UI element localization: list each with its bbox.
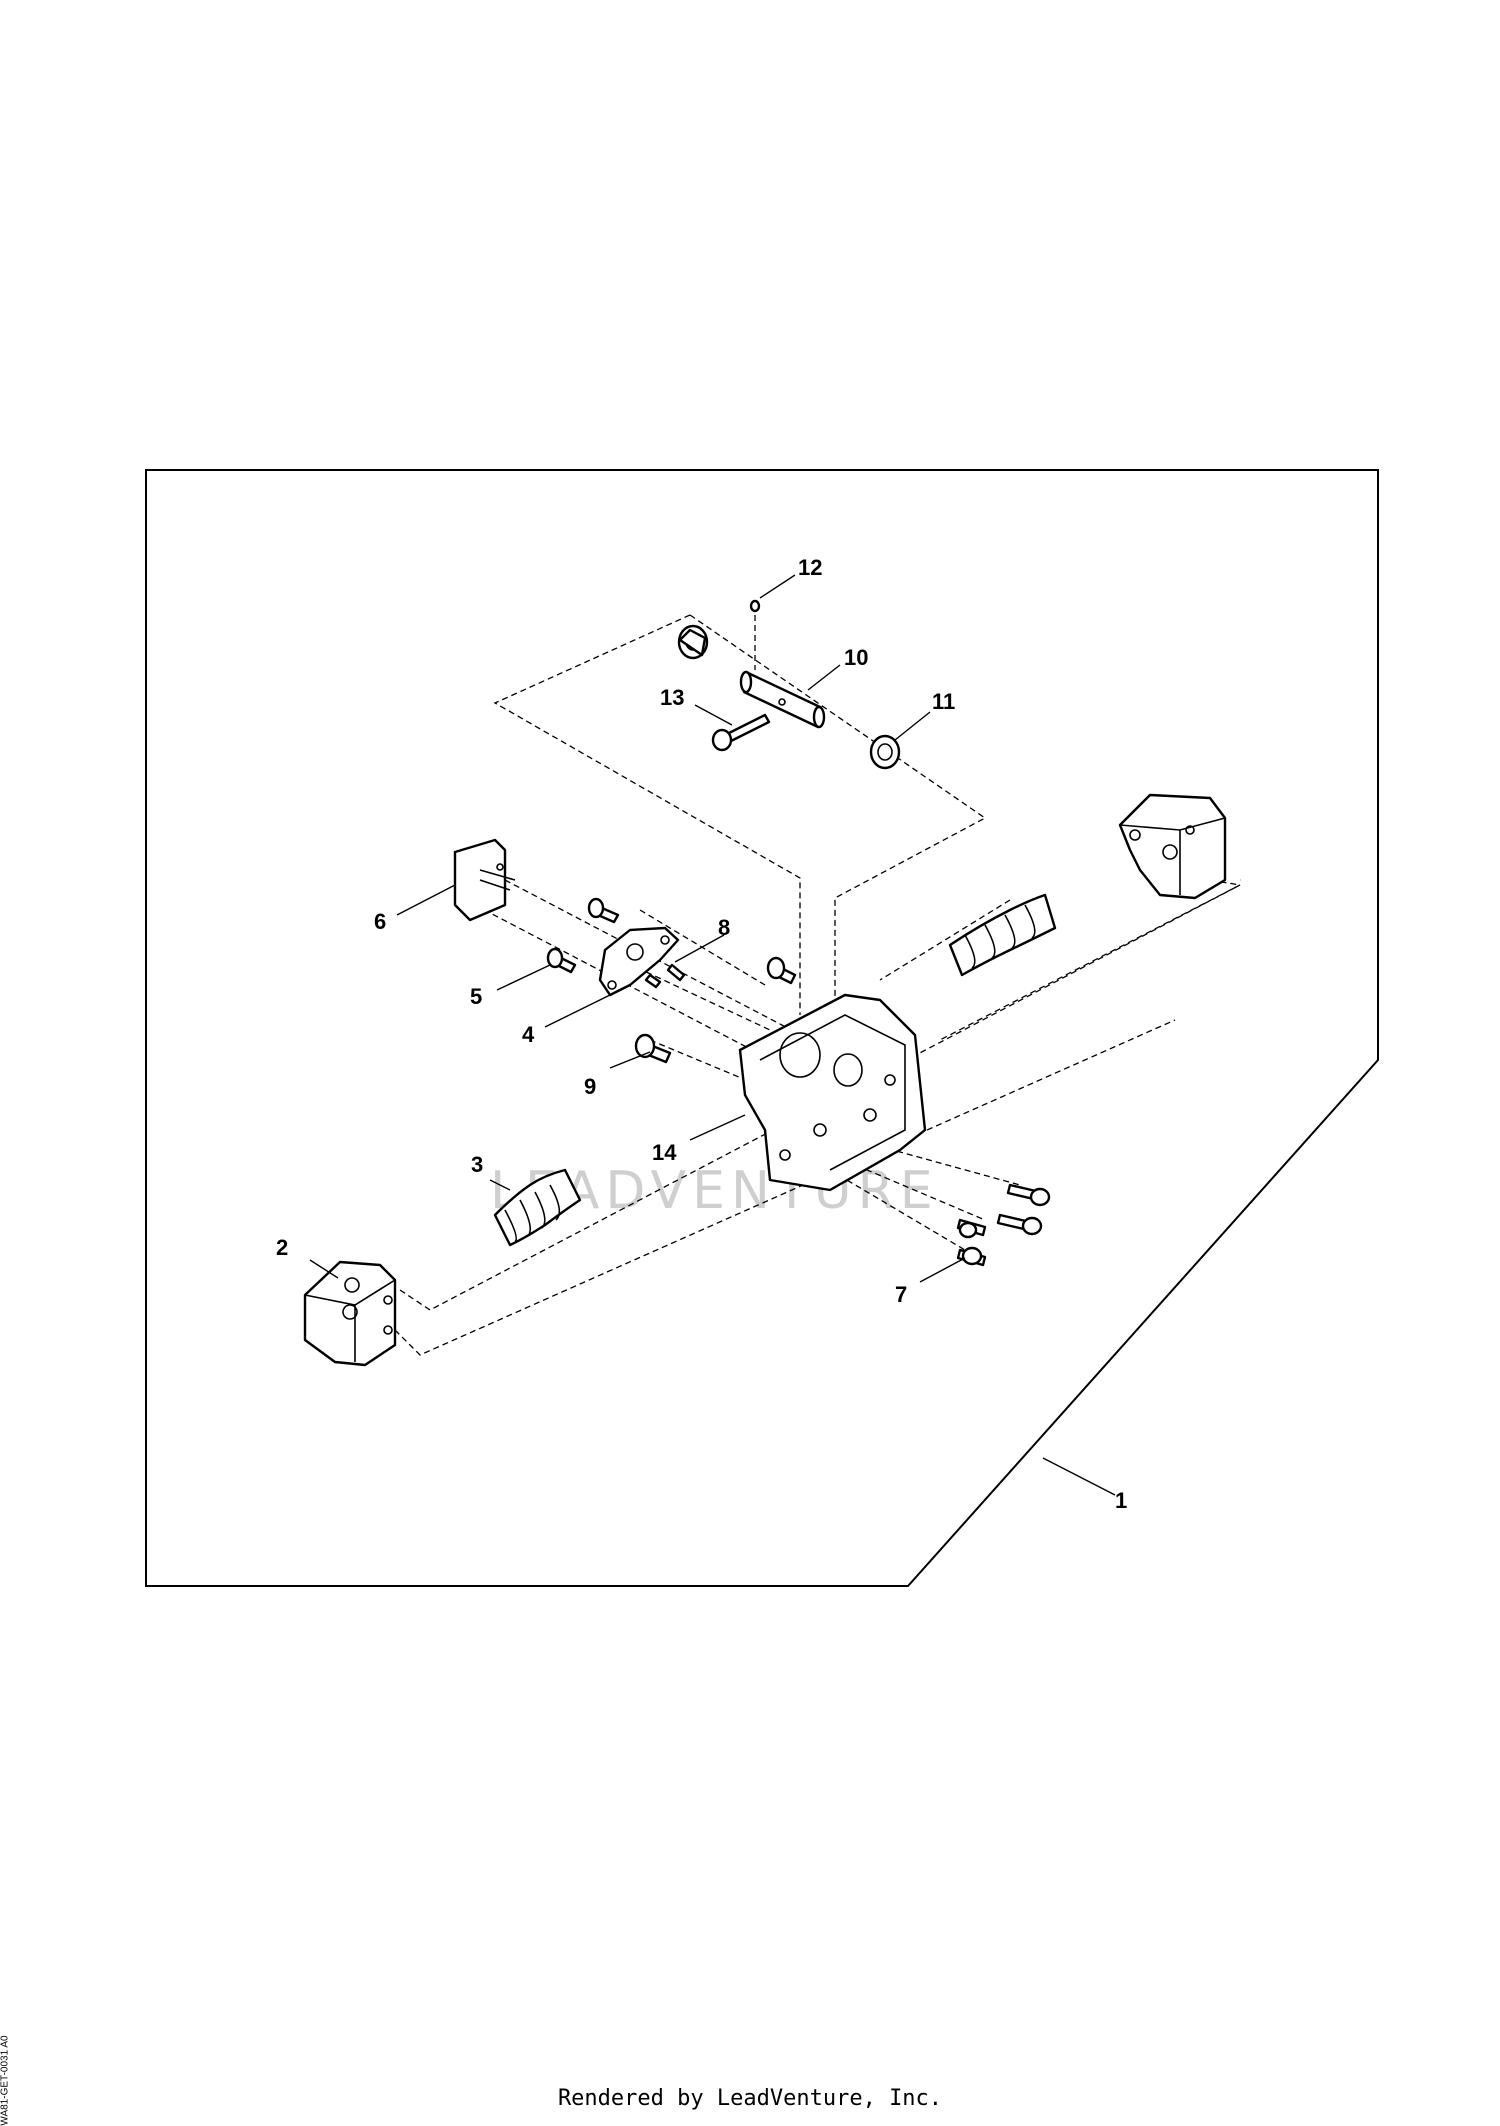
bolt-upper [587, 897, 620, 924]
part-10-pin [739, 670, 826, 729]
part-2-end-bracket [303, 1260, 397, 1367]
part-14-main-bracket [738, 993, 927, 1192]
callout-9: 9 [584, 1074, 596, 1099]
part-7-flange-bolts [956, 1183, 1051, 1267]
callout-6: 6 [374, 909, 386, 934]
callout-10: 10 [844, 645, 868, 670]
part-13-cap-screw [711, 713, 771, 752]
callouts: 1 2 3 4 5 6 7 8 9 10 11 12 13 14 [276, 555, 1127, 1513]
part-5-bolt [546, 947, 577, 974]
part-6-bracket [453, 838, 516, 922]
spring-right [948, 893, 1057, 977]
callout-14: 14 [652, 1140, 677, 1165]
part-11-bushing [869, 734, 901, 770]
callout-13: 13 [660, 685, 684, 710]
rendered-by-footer: Rendered by LeadVenture, Inc. [557, 2086, 943, 2111]
part-11-bushing-left [677, 624, 709, 660]
part-4-lever-plate [598, 926, 680, 997]
callout-12: 12 [798, 555, 822, 580]
callout-8: 8 [718, 915, 730, 940]
part-8-bolt [644, 963, 686, 989]
callout-2: 2 [276, 1235, 288, 1260]
end-bracket-right [1118, 793, 1227, 900]
figure-code-sub: A0 [0, 2035, 11, 2048]
callout-7: 7 [895, 1282, 907, 1307]
part-9-bolt [634, 1033, 672, 1064]
callout-4: 4 [522, 1022, 535, 1047]
assembly-frame [145, 469, 1379, 1587]
callout-3: 3 [471, 1152, 483, 1177]
callout-5: 5 [470, 984, 482, 1009]
figure-code: WA81-GET-0031 A0 [0, 2035, 11, 2125]
part-12-set-screw [749, 599, 761, 613]
callout-11: 11 [932, 689, 955, 714]
leader-lines [309, 574, 1116, 1496]
bolt-center [766, 956, 797, 985]
callout-1: 1 [1115, 1488, 1127, 1513]
part-3-spring [493, 1168, 582, 1247]
